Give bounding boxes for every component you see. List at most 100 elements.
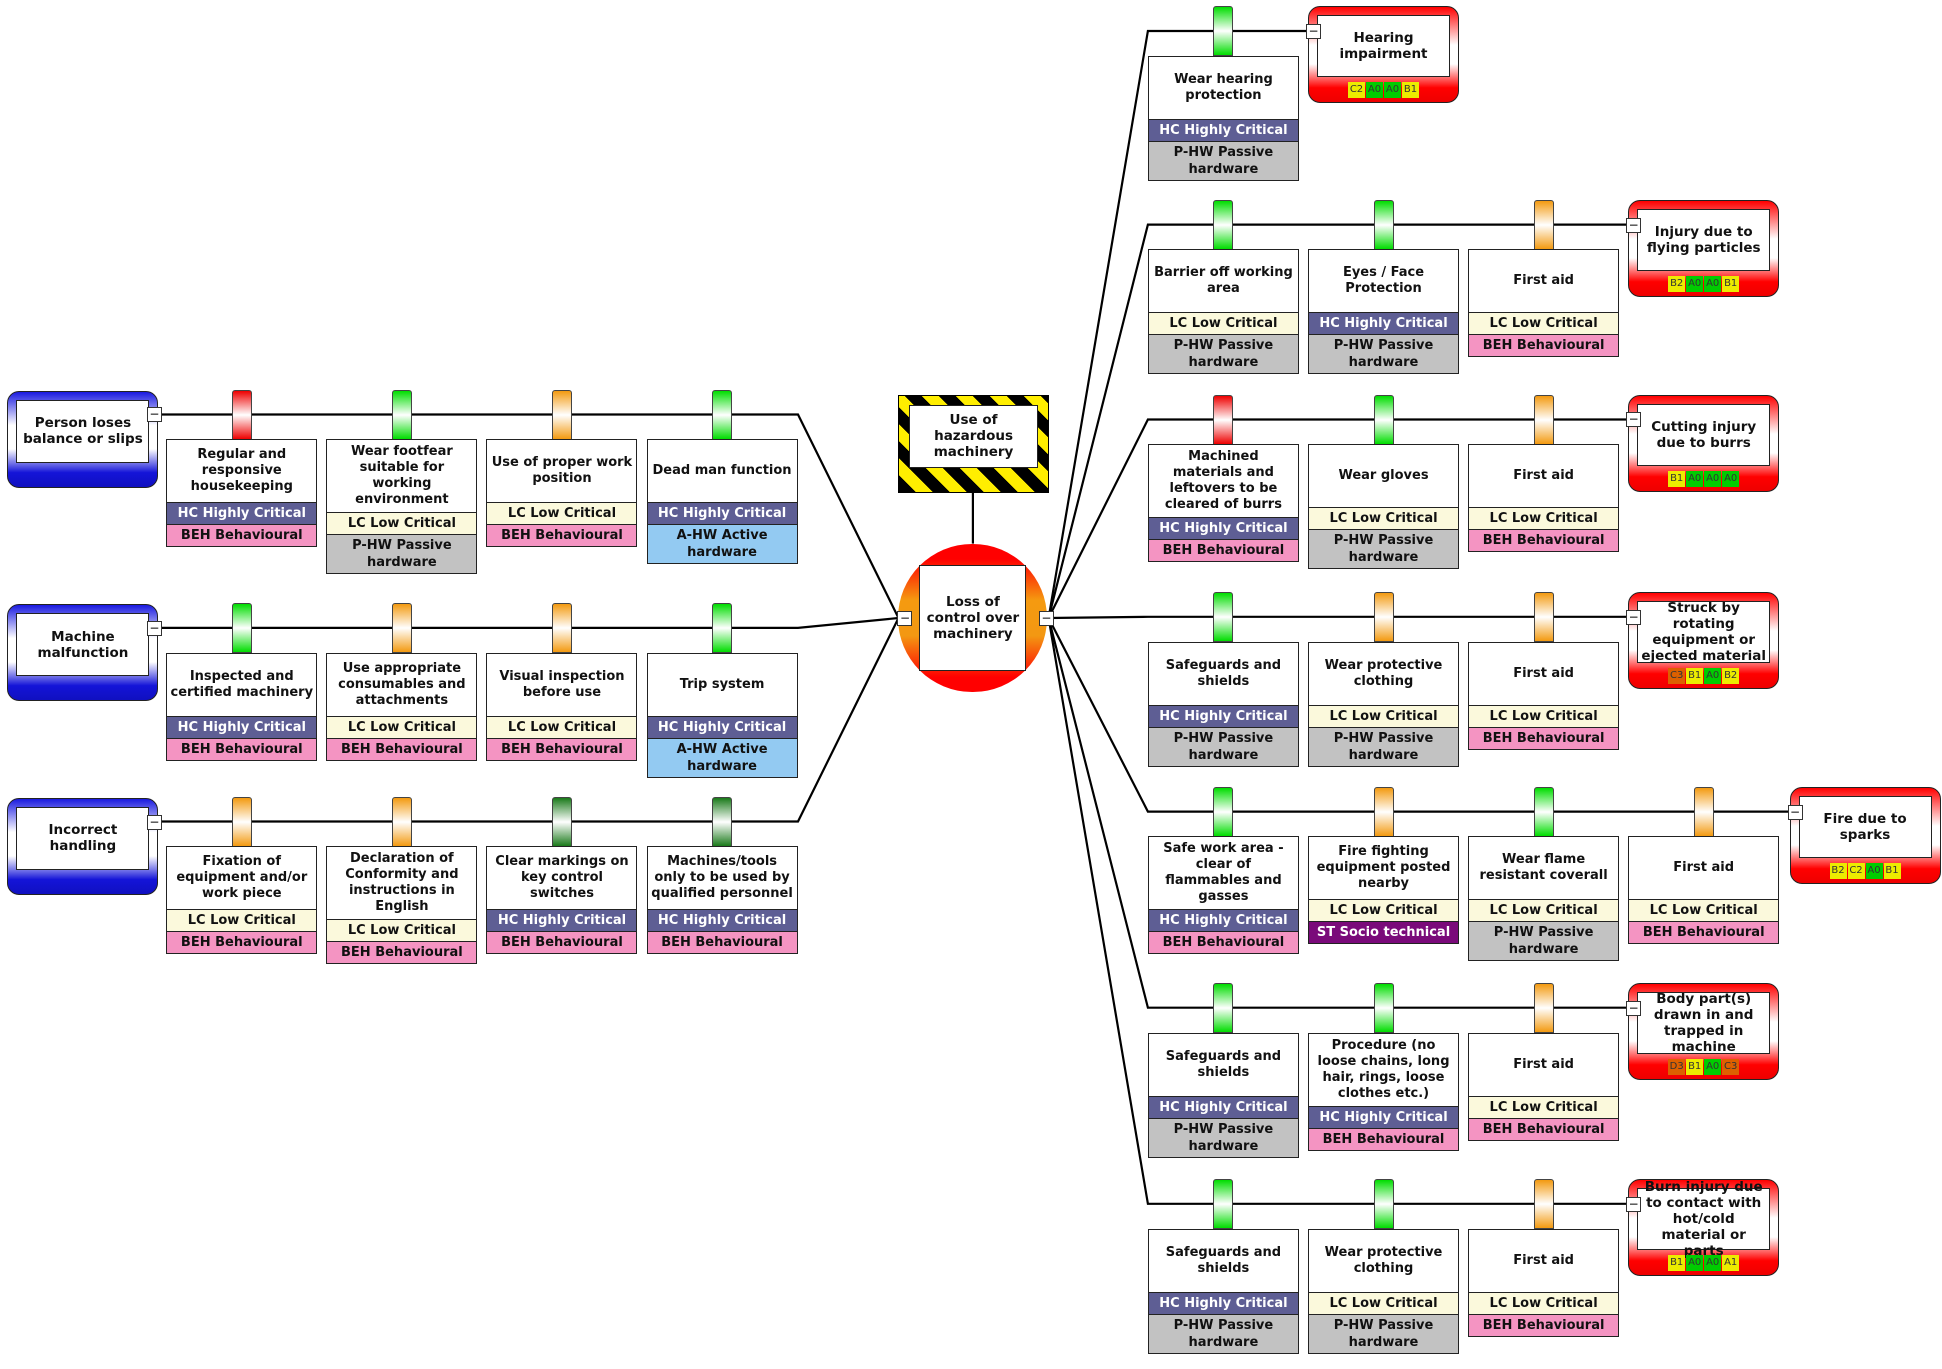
consequence-collapse-button[interactable]: − bbox=[1626, 609, 1642, 625]
barrier-effectiveness-tab[interactable] bbox=[1373, 1178, 1394, 1229]
barrier-effectiveness-tab[interactable] bbox=[1373, 786, 1394, 837]
barrier-effectiveness-tab[interactable] bbox=[1213, 199, 1234, 250]
barrier-effectiveness-tab[interactable] bbox=[1533, 982, 1554, 1033]
barrier-box[interactable]: Machined materials and leftovers to be c… bbox=[1147, 444, 1299, 563]
barrier-box[interactable]: Wear footfear suitable for working envir… bbox=[326, 439, 478, 575]
consequence-collapse-button[interactable]: − bbox=[1626, 1000, 1642, 1016]
barrier-effectiveness-tab[interactable] bbox=[391, 389, 412, 440]
threat-box[interactable]: Machine malfunction bbox=[7, 604, 159, 702]
barrier-effectiveness-tab[interactable] bbox=[1373, 394, 1394, 445]
barrier-box[interactable]: Use appropriate consumables and attachme… bbox=[326, 652, 478, 761]
consequence-collapse-button[interactable]: − bbox=[1306, 24, 1321, 40]
barrier-effectiveness-tab[interactable] bbox=[712, 389, 733, 440]
barrier-type-label: P-HW Passive hardware bbox=[1309, 529, 1458, 569]
barrier-effectiveness-tab[interactable] bbox=[712, 603, 733, 654]
barrier-effectiveness-tab[interactable] bbox=[1533, 199, 1554, 250]
barrier-effectiveness-tab[interactable] bbox=[1373, 982, 1394, 1033]
barrier-effectiveness-tab[interactable] bbox=[1213, 6, 1234, 57]
barrier-effectiveness-tab[interactable] bbox=[1213, 591, 1234, 642]
barrier-box[interactable]: Declaration of Conformity and instructio… bbox=[326, 846, 478, 965]
threat-collapse-button[interactable]: − bbox=[146, 620, 162, 636]
barrier-effectiveness-tab[interactable] bbox=[551, 603, 572, 654]
consequence-collapse-button[interactable]: − bbox=[1626, 1196, 1642, 1212]
threat-collapse-button[interactable]: − bbox=[146, 407, 162, 423]
barrier-box[interactable]: Safe work area - clear of flammables and… bbox=[1147, 836, 1299, 955]
barrier-effectiveness-tab[interactable] bbox=[1533, 786, 1554, 837]
barrier-box[interactable]: Procedure (no loose chains, long hair, r… bbox=[1308, 1032, 1459, 1151]
barrier-effectiveness-tab[interactable] bbox=[551, 389, 572, 440]
barrier-effectiveness-tab[interactable] bbox=[1373, 591, 1394, 642]
consequence-collapse-button[interactable]: − bbox=[1626, 412, 1642, 428]
criticality-label: HC Highly Critical bbox=[167, 715, 317, 738]
barrier-effectiveness-tab[interactable] bbox=[391, 603, 412, 654]
criticality-label: HC Highly Critical bbox=[167, 502, 317, 525]
barrier-effectiveness-tab[interactable] bbox=[1213, 982, 1234, 1033]
barrier-effectiveness-tab[interactable] bbox=[231, 389, 252, 440]
barrier-effectiveness-tab[interactable] bbox=[712, 796, 733, 847]
barrier-box[interactable]: Machines/tools only to be used by qualif… bbox=[646, 846, 798, 955]
threat-collapse-button[interactable]: − bbox=[146, 814, 162, 830]
barrier-effectiveness-tab[interactable] bbox=[1693, 786, 1714, 837]
barrier-type-label: BEH Behavioural bbox=[167, 524, 317, 547]
criticality-label: LC Low Critical bbox=[1309, 1291, 1458, 1314]
barrier-effectiveness-tab[interactable] bbox=[551, 796, 572, 847]
barrier-effectiveness-tab[interactable] bbox=[391, 796, 412, 847]
criticality-label: HC Highly Critical bbox=[487, 909, 637, 932]
hazard-box[interactable]: Use of hazardous machinery bbox=[898, 394, 1049, 493]
barrier-effectiveness-tab[interactable] bbox=[1213, 1178, 1234, 1229]
top-event-label: Loss of control over machinery bbox=[919, 564, 1027, 672]
consequence-box[interactable]: Body part(s) drawn in and trapped in mac… bbox=[1628, 982, 1780, 1080]
barrier-effectiveness-tab[interactable] bbox=[231, 603, 252, 654]
barrier-title: Wear footfear suitable for working envir… bbox=[350, 444, 453, 508]
barrier-effectiveness-tab[interactable] bbox=[1533, 394, 1554, 445]
barrier-effectiveness-tab[interactable] bbox=[1373, 199, 1394, 250]
barrier-effectiveness-tab[interactable] bbox=[1533, 591, 1554, 642]
consequence-collapse-button[interactable]: − bbox=[1626, 217, 1642, 233]
barrier-effectiveness-tab[interactable] bbox=[1213, 394, 1234, 445]
barrier-effectiveness-tab[interactable] bbox=[1213, 786, 1234, 837]
barrier-type-label: P-HW Passive hardware bbox=[1148, 1313, 1298, 1353]
top-event-collapse-left-button[interactable]: − bbox=[897, 611, 913, 627]
risk-badge: A0 bbox=[1704, 1254, 1722, 1271]
criticality-label: LC Low Critical bbox=[487, 715, 637, 738]
top-event-circle[interactable]: Loss of control over machinery bbox=[898, 543, 1048, 693]
barrier-effectiveness-tab[interactable] bbox=[1533, 1178, 1554, 1229]
consequence-collapse-button[interactable]: − bbox=[1787, 804, 1803, 820]
consequence-box[interactable]: Struck by rotating equipment or ejected … bbox=[1628, 591, 1780, 689]
barrier-effectiveness-tab[interactable] bbox=[231, 796, 252, 847]
threat-box[interactable]: Incorrect handling bbox=[7, 797, 159, 895]
threat-box[interactable]: Person loses balance or slips bbox=[7, 390, 159, 488]
top-event-collapse-right-button[interactable]: − bbox=[1038, 611, 1054, 627]
consequence-box[interactable]: Burn injury due to contact with hot/cold… bbox=[1628, 1178, 1780, 1276]
